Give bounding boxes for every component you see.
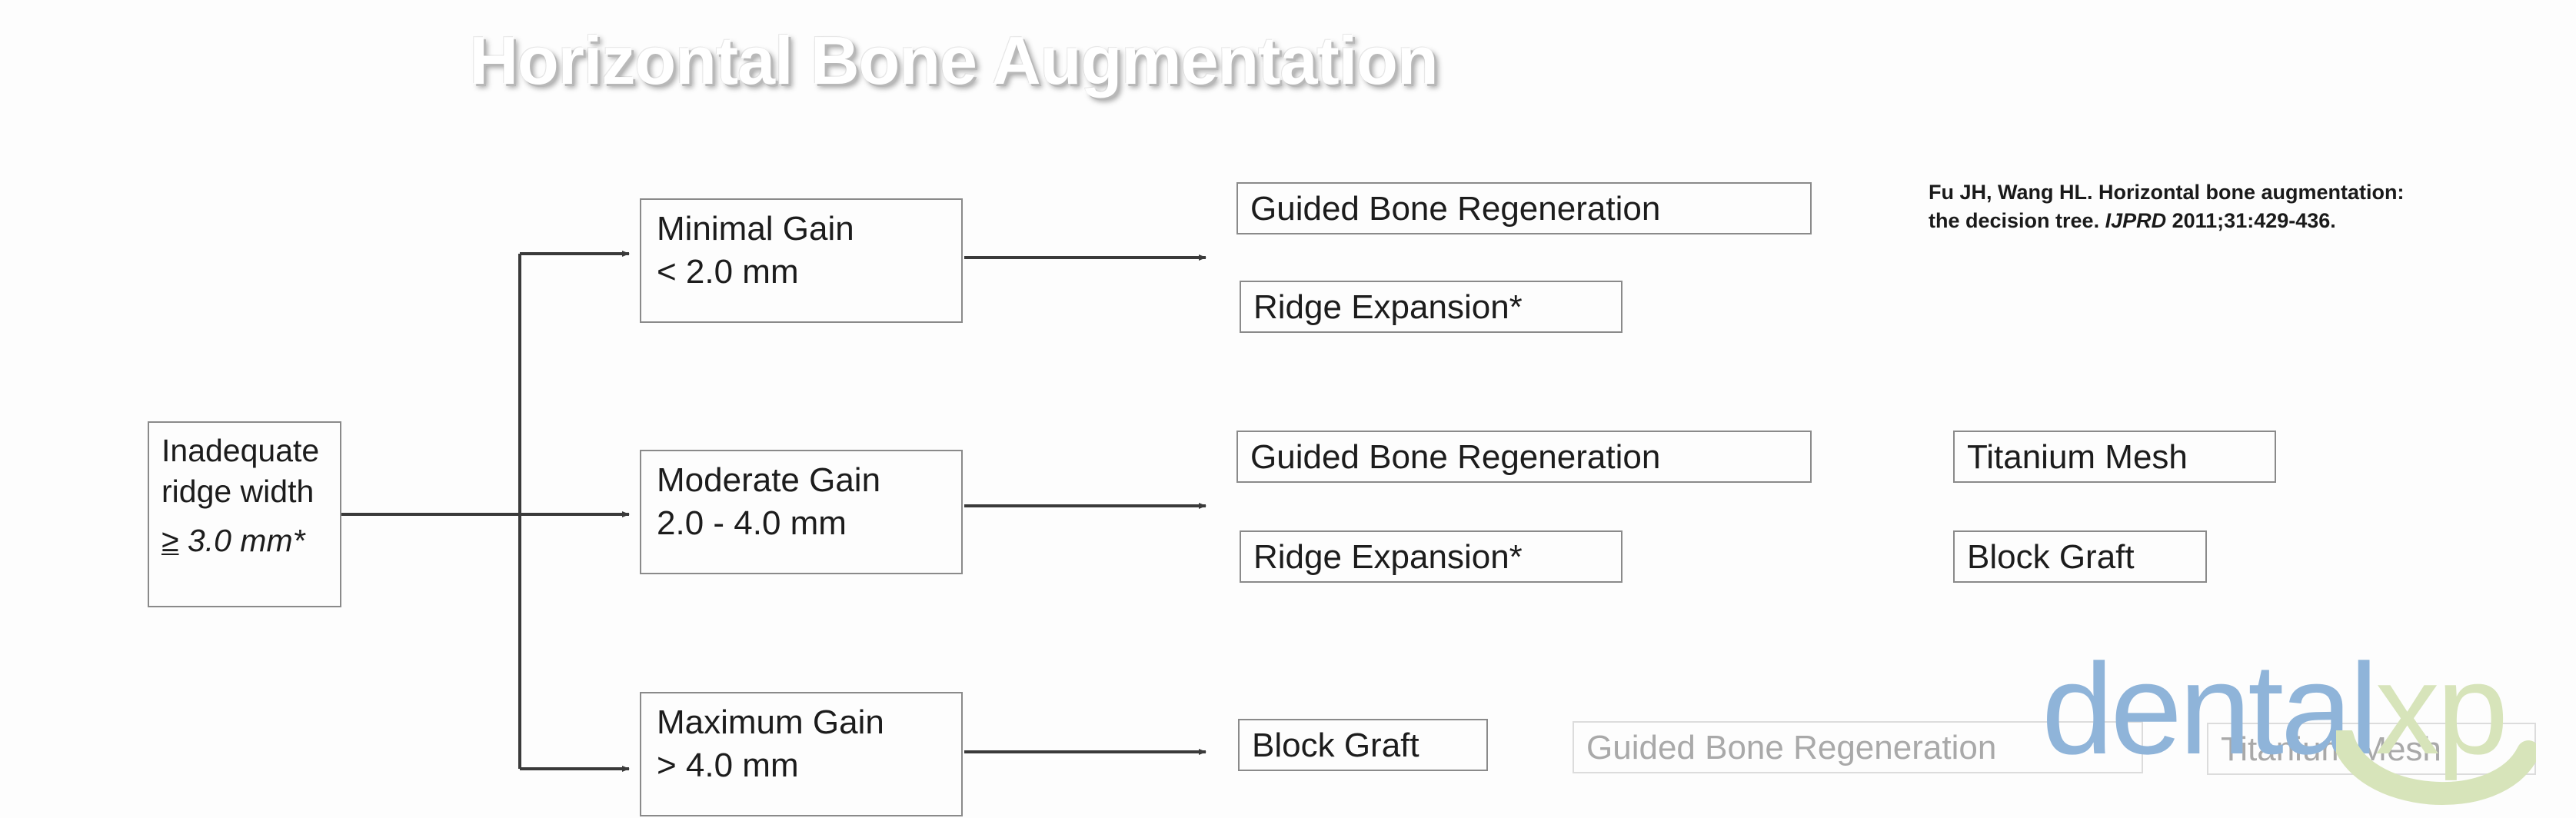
treatment-label: Titanium Mesh	[1967, 438, 2188, 477]
treatment-maximum-guided-bone-regeneration[interactable]: Guided Bone Regeneration	[1573, 721, 2143, 773]
branch-node-moderate-gain[interactable]: Moderate Gain 2.0 - 4.0 mm	[640, 450, 963, 574]
treatment-label: Guided Bone Regeneration	[1250, 438, 1661, 477]
root-line-2: ridge width	[161, 474, 315, 510]
branch-minimal-label: Minimal Gain	[657, 210, 854, 248]
citation-journal: IJPRD	[2105, 209, 2167, 233]
page-title: Horizontal Bone Augmentation	[469, 22, 1438, 98]
citation-reference: Fu JH, Wang HL. Horizontal bone augmenta…	[1929, 178, 2567, 236]
treatment-label: Block Graft	[1252, 727, 1419, 765]
treatment-label: Block Graft	[1967, 538, 2135, 577]
citation-line-2-post: 2011;31:429-436.	[2166, 209, 2336, 233]
treatment-moderate-ridge-expansion[interactable]: Ridge Expansion*	[1240, 530, 1622, 583]
branch-minimal-range: < 2.0 mm	[657, 253, 799, 291]
branch-maximum-range: > 4.0 mm	[657, 747, 799, 785]
root-line-1: Inadequate	[161, 433, 320, 468]
branch-maximum-label: Maximum Gain	[657, 703, 884, 741]
branch-moderate-label: Moderate Gain	[657, 461, 881, 499]
root-decision-node[interactable]: Inadequate ridge width ≥ 3.0 mm*	[148, 421, 341, 607]
branch-moderate-range: 2.0 - 4.0 mm	[657, 504, 847, 543]
greater-equal-symbol: ≥	[161, 522, 179, 558]
branch-node-minimal-gain[interactable]: Minimal Gain < 2.0 mm	[640, 198, 963, 323]
branch-node-maximum-gain[interactable]: Maximum Gain > 4.0 mm	[640, 692, 963, 816]
citation-line-1: Fu JH, Wang HL. Horizontal bone augmenta…	[1929, 181, 2405, 204]
root-line-3: ≥ 3.0 mm*	[161, 520, 332, 561]
treatment-moderate-block-graft[interactable]: Block Graft	[1953, 530, 2207, 583]
treatment-label: Ridge Expansion*	[1253, 538, 1523, 577]
treatment-label: Guided Bone Regeneration	[1250, 190, 1661, 228]
treatment-minimal-guided-bone-regeneration[interactable]: Guided Bone Regeneration	[1236, 182, 1812, 234]
treatment-label: Ridge Expansion*	[1253, 288, 1523, 327]
treatment-label: Guided Bone Regeneration	[1586, 729, 1997, 767]
treatment-moderate-guided-bone-regeneration[interactable]: Guided Bone Regeneration	[1236, 431, 1812, 483]
treatment-moderate-titanium-mesh[interactable]: Titanium Mesh	[1953, 431, 2276, 483]
treatment-label: Titanium Mesh	[2221, 730, 2441, 769]
citation-line-2-pre: the decision tree.	[1929, 209, 2105, 233]
treatment-maximum-titanium-mesh[interactable]: Titanium Mesh	[2207, 723, 2536, 775]
treatment-minimal-ridge-expansion[interactable]: Ridge Expansion*	[1240, 281, 1622, 333]
treatment-maximum-block-graft[interactable]: Block Graft	[1238, 719, 1488, 771]
root-line-3-value: 3.0 mm*	[178, 522, 305, 558]
